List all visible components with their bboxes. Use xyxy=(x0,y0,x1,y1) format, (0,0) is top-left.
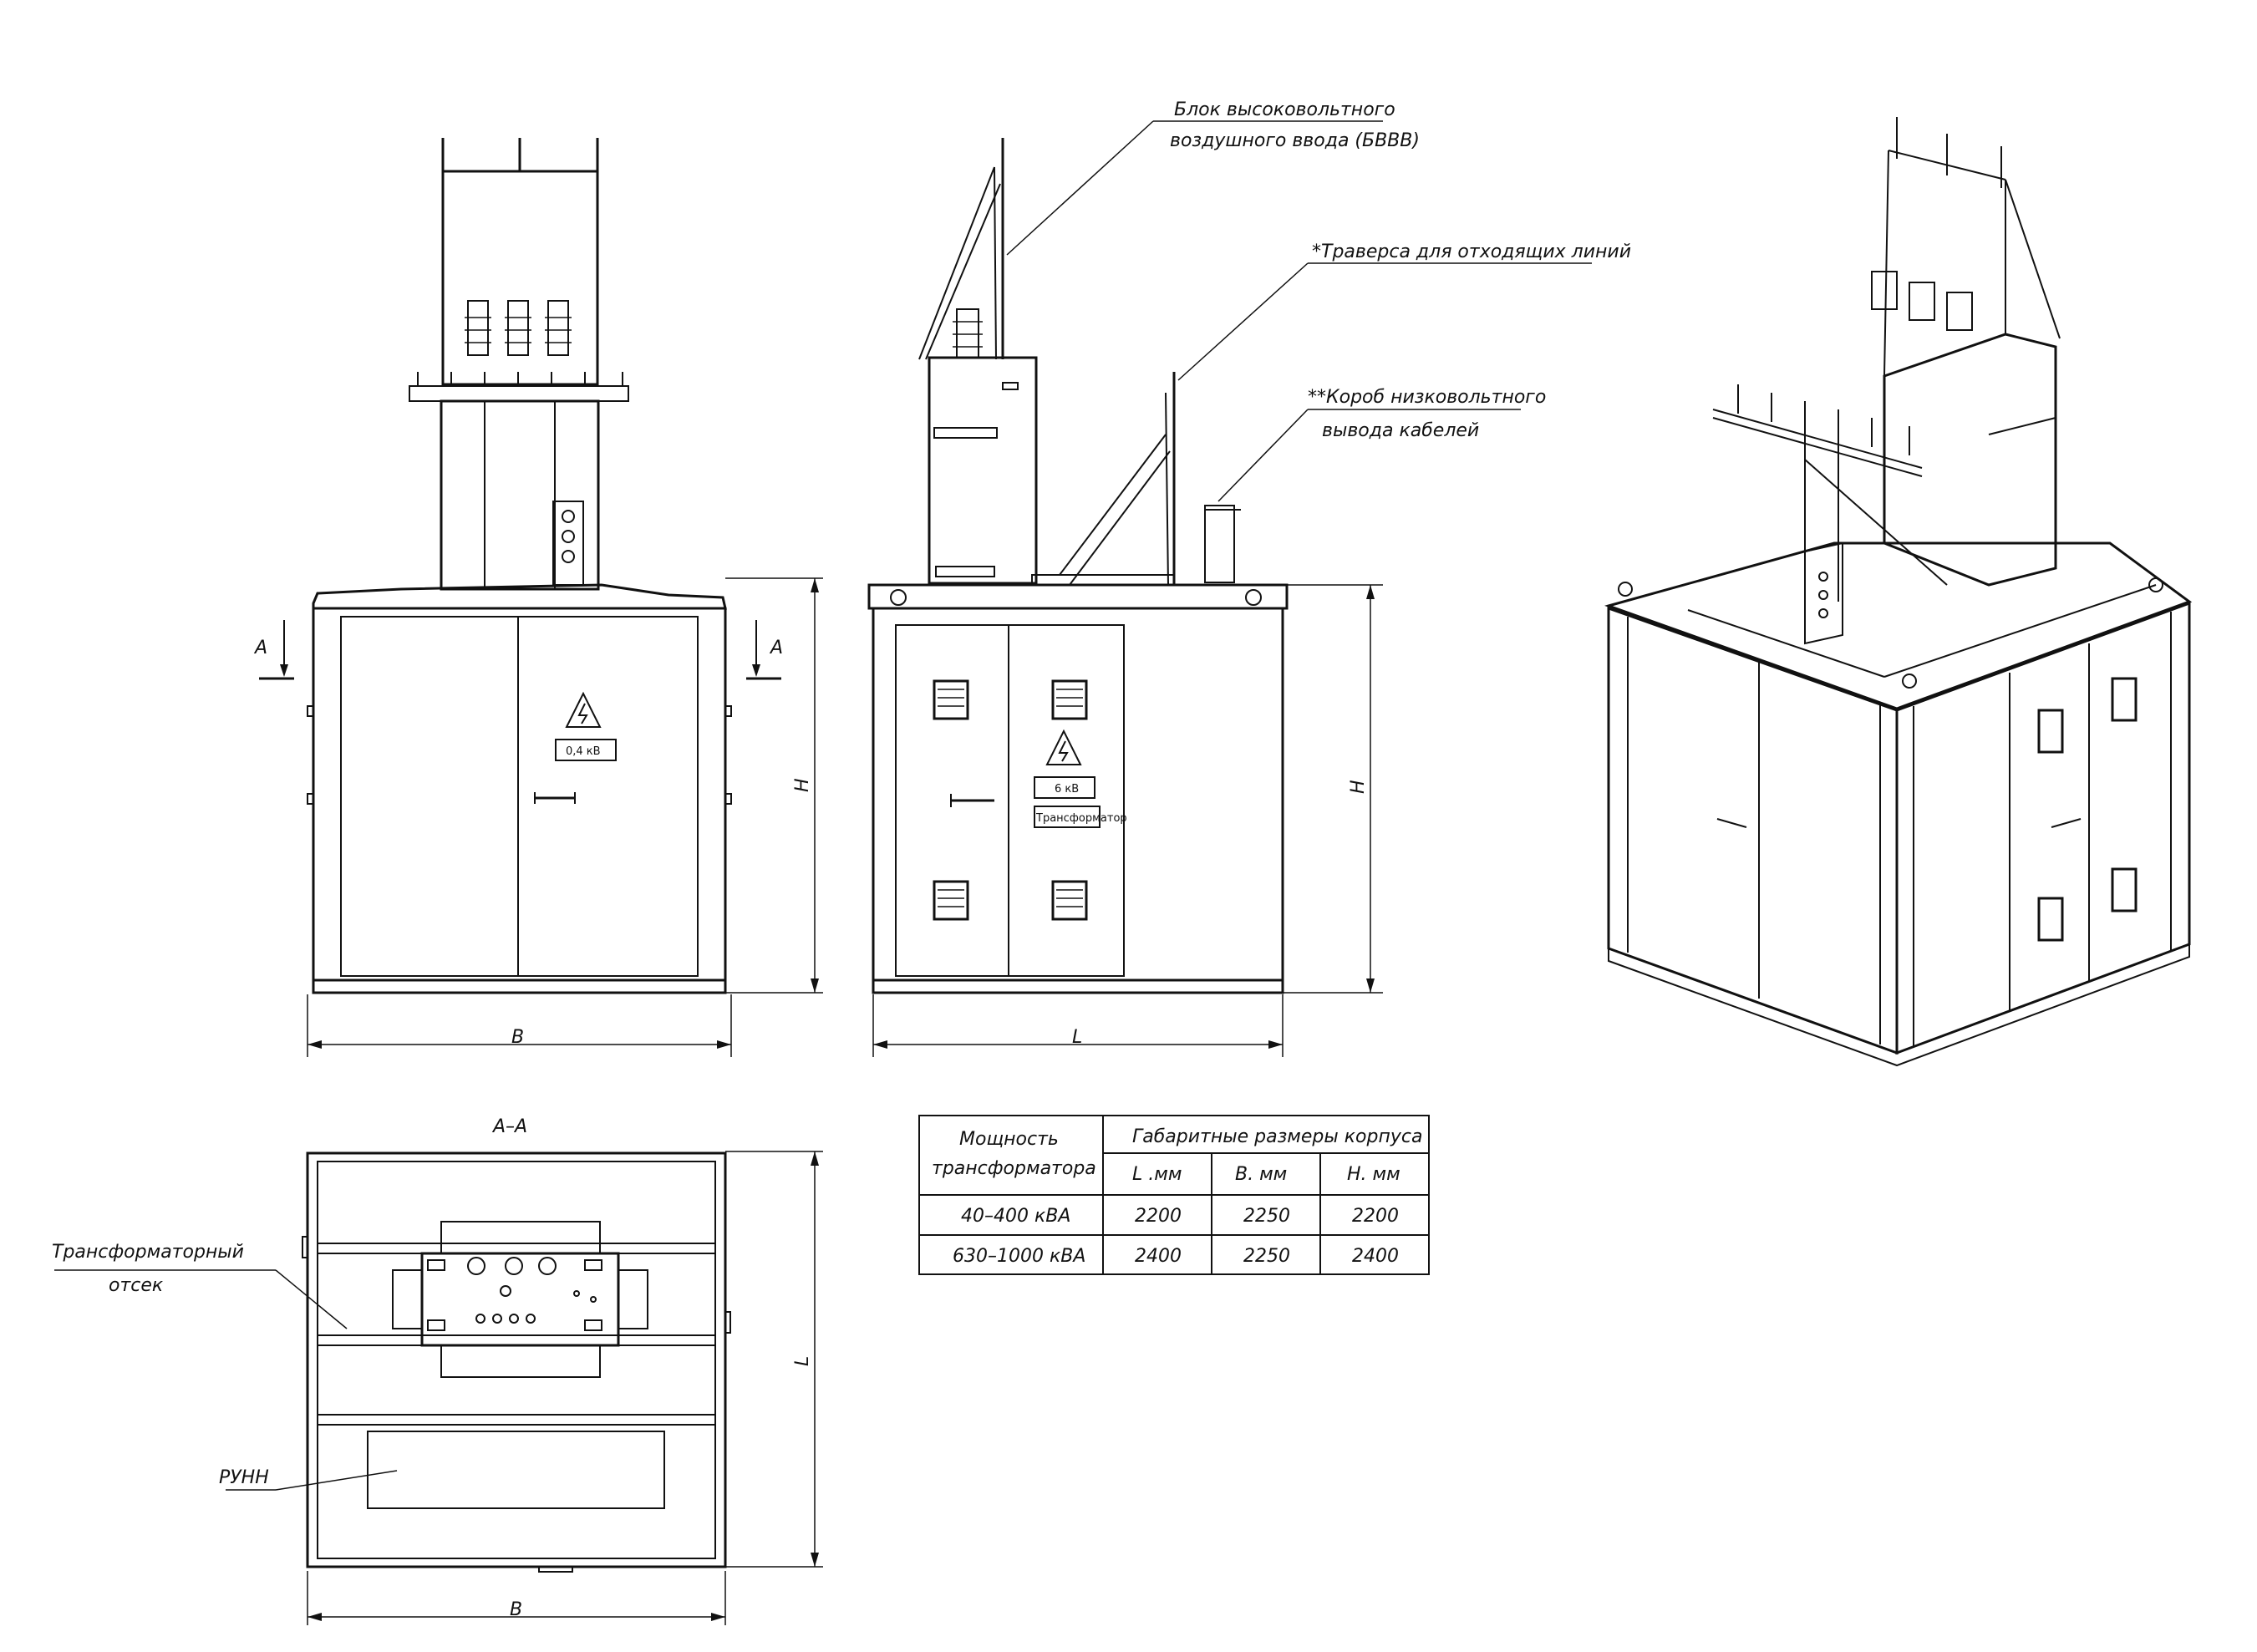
transformer-plan xyxy=(392,1221,648,1378)
table-col-h: Н. мм xyxy=(1347,1164,1400,1185)
section-title: А–А xyxy=(491,1116,527,1137)
table-row-h: 2200 xyxy=(1352,1206,1399,1227)
front-width-dim: B xyxy=(511,1027,524,1048)
front-voltage-sign: 0,4 кВ xyxy=(566,745,601,758)
section-mark-right: A xyxy=(769,638,783,658)
korob-label-line1: **Короб низковольтного xyxy=(1308,387,1546,408)
table-row-power: 630–1000 кВА xyxy=(953,1246,1085,1267)
insulators xyxy=(465,300,572,356)
front-height-dim: H xyxy=(792,778,813,792)
table-row-b: 2250 xyxy=(1243,1246,1290,1267)
table-col-l: L .мм xyxy=(1132,1164,1182,1185)
side-view xyxy=(867,120,1592,1057)
table-row-power: 40–400 кВА xyxy=(961,1206,1070,1227)
bvvv-label-line1: Блок высоковольтного xyxy=(1174,99,1395,120)
side-height-dim: H xyxy=(1348,780,1369,794)
section-mark-left: A xyxy=(253,638,267,658)
dimensions-table xyxy=(918,1115,1430,1275)
table-col-b: В. мм xyxy=(1235,1164,1287,1185)
runn-label: РУНН xyxy=(219,1467,269,1488)
transformer-bay-label-line1: Трансформаторный xyxy=(52,1242,244,1263)
plan-view xyxy=(54,1151,823,1625)
isometric-view xyxy=(1604,117,2193,1067)
table-row-b: 2250 xyxy=(1243,1206,1290,1227)
table-header-dims: Габаритные размеры корпуса xyxy=(1132,1126,1422,1147)
table-header-power-line2: трансформатора xyxy=(932,1158,1096,1179)
bvvv-label-line2: воздушного ввода (БВВВ) xyxy=(1170,130,1420,151)
korob-label-line2: вывода кабелей xyxy=(1322,420,1479,441)
plan-width-dim: B xyxy=(510,1599,522,1620)
table-row-h: 2400 xyxy=(1352,1246,1399,1267)
side-transformer-sign: Трансформатор xyxy=(1035,812,1127,825)
vents xyxy=(933,679,1088,921)
side-length-dim: L xyxy=(1072,1027,1082,1048)
plan-length-dim: L xyxy=(792,1356,813,1366)
side-voltage-sign: 6 кВ xyxy=(1055,783,1079,796)
front-view xyxy=(259,138,823,1057)
table-row-l: 2200 xyxy=(1135,1206,1182,1227)
traversa-label: *Траверса для отходящих линий xyxy=(1312,241,1631,262)
table-header-power-line1: Мощность xyxy=(959,1129,1059,1150)
transformer-bay-label-line2: отсек xyxy=(109,1275,164,1296)
table-row-l: 2400 xyxy=(1135,1246,1182,1267)
